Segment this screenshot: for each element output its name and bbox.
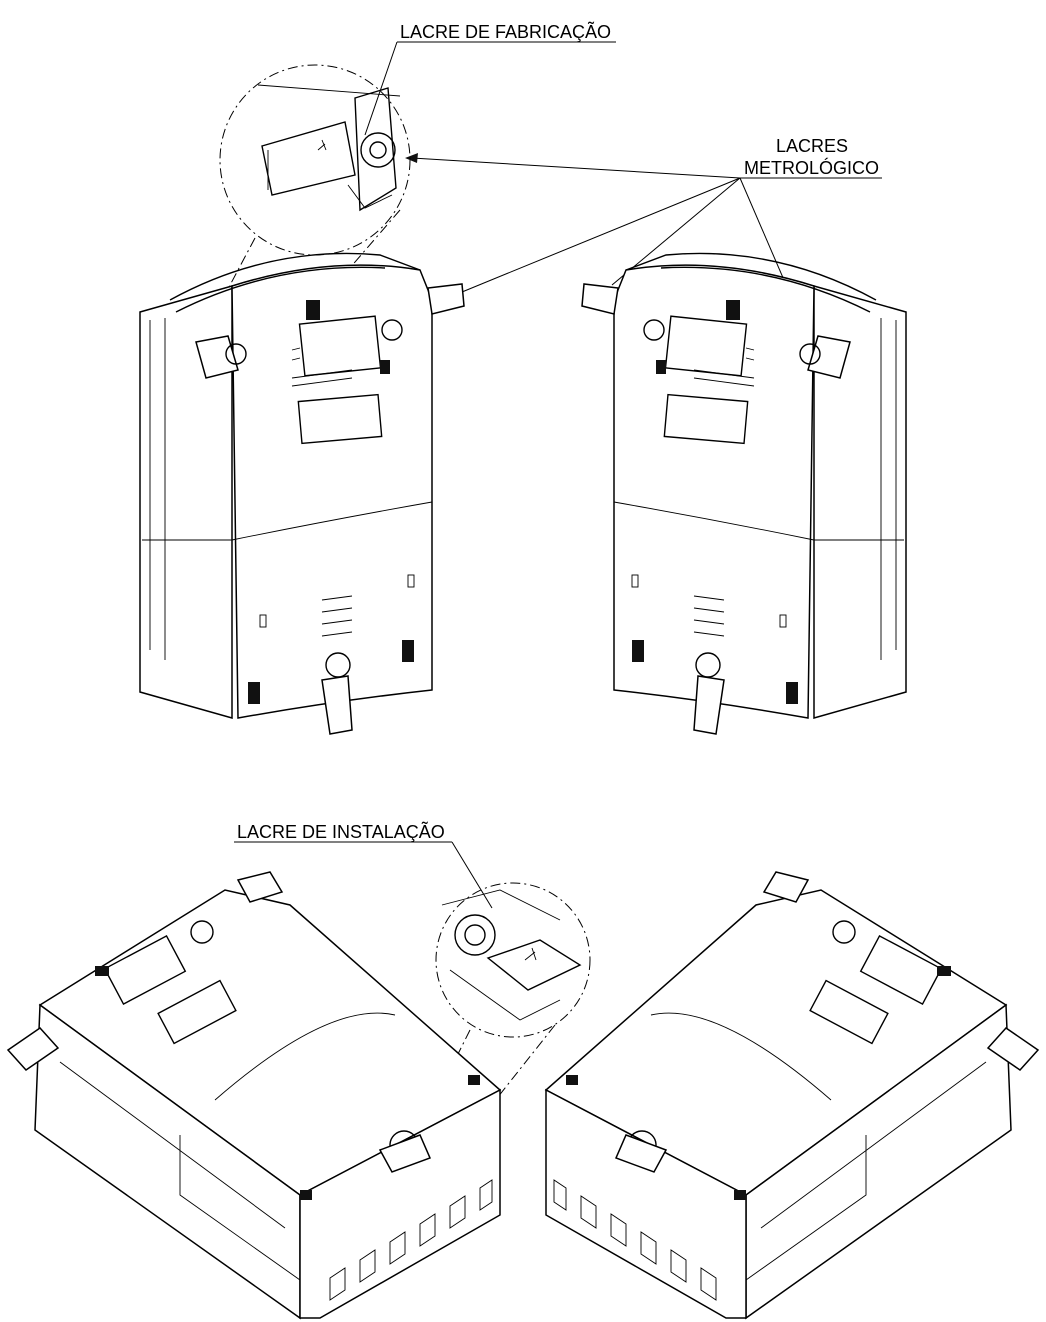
meter-front-right bbox=[581, 252, 907, 735]
lacre-fabricacao-text: LACRE DE FABRICAÇÃO bbox=[400, 21, 611, 42]
label-lacre-instalacao: LACRE DE INSTALAÇÃO bbox=[234, 821, 493, 909]
instalacao-seal-magnified bbox=[441, 889, 582, 1021]
lacre-instalacao-text: LACRE DE INSTALAÇÃO bbox=[237, 821, 445, 842]
lacres-text: LACRES bbox=[776, 136, 848, 156]
meter-iso-left bbox=[6, 871, 502, 1320]
fabricacao-seal-magnified bbox=[257, 84, 401, 212]
metrologico-text: METROLÓGICO bbox=[744, 157, 879, 178]
meter-front-left bbox=[139, 252, 465, 735]
label-lacre-fabricacao: LACRE DE FABRICAÇÃO bbox=[364, 21, 616, 136]
meter-iso-right bbox=[544, 871, 1040, 1320]
